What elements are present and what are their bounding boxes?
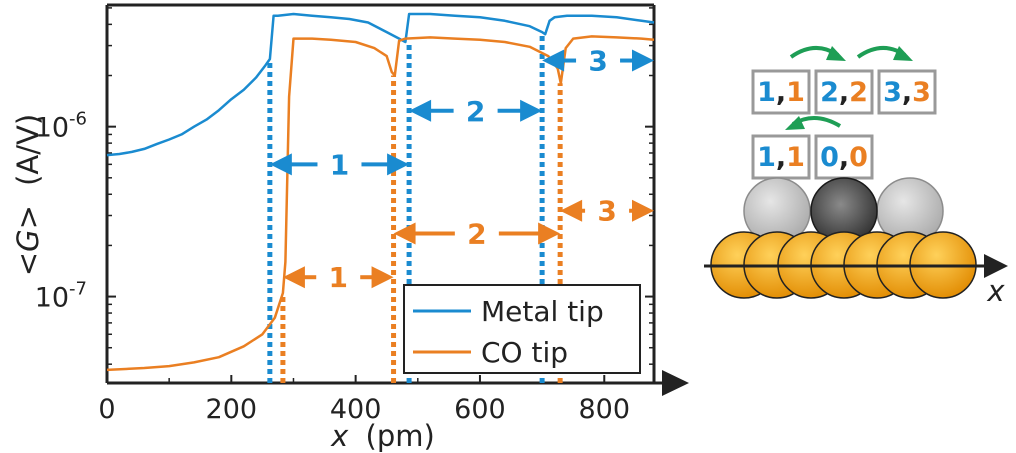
- region-arrowhead-left: [542, 49, 565, 72]
- x-tick-label: 600: [454, 394, 506, 425]
- svg-text:x (pm): x (pm): [330, 419, 435, 453]
- schematic-x-label: x: [986, 274, 1005, 308]
- hop-arrow-2-to-3-head: [893, 46, 913, 61]
- region-label: 3: [597, 195, 616, 228]
- svg-text:1,1: 1,1: [757, 77, 805, 108]
- series-line-co: [106, 35, 655, 372]
- schematic-x-arrowhead: [984, 254, 1008, 278]
- region-arrowhead-left: [409, 99, 432, 122]
- region-arrowhead-right: [632, 49, 654, 72]
- x-tick-label: 800: [578, 394, 630, 425]
- series-line-metal: [106, 12, 655, 157]
- svg-text:3,3: 3,3: [883, 77, 931, 108]
- region-label: 1: [328, 261, 347, 294]
- region-arrowhead-left: [393, 222, 416, 245]
- region-arrowhead-left: [282, 266, 305, 289]
- x-tick-label: 200: [206, 394, 258, 425]
- state-box-1-1-lower: 1,1: [751, 134, 811, 180]
- adsorbate-atoms: [743, 177, 944, 245]
- region-arrow-co-3: 3: [560, 195, 654, 228]
- x-tick-label: 400: [330, 394, 382, 425]
- x-tick-label: 0: [98, 394, 115, 425]
- region-arrow-metal-3: 3: [542, 45, 654, 78]
- y-ticks: 10-6 10-7: [35, 7, 654, 365]
- hop-arrows: [785, 46, 913, 130]
- region-label: 1: [330, 148, 349, 181]
- legend: Metal tip CO tip: [403, 284, 641, 374]
- state-box-2-2: 2,2: [814, 69, 874, 115]
- region-arrowhead-right: [632, 199, 654, 222]
- y-tick-label: 10-7: [35, 279, 87, 314]
- hop-arrow-back-head: [785, 116, 805, 130]
- svg-text:1,1: 1,1: [757, 142, 805, 173]
- hop-arrow-1-to-2-head: [826, 46, 846, 61]
- region-arrow-co-1: 1: [282, 261, 394, 294]
- x-axis-unit: (pm): [366, 419, 435, 453]
- region-arrows: 1 2 3 1 2 3: [269, 45, 654, 294]
- region-arrowhead-right: [538, 222, 561, 245]
- y-axis-title: <G> (A/V): [11, 114, 45, 276]
- state-box-1-1: 1,1: [751, 69, 811, 115]
- legend-label-metal: Metal tip: [481, 295, 604, 328]
- state-box-3-3: 3,3: [877, 69, 937, 115]
- state-box-0-0: 0,0: [814, 134, 874, 180]
- svg-text:0,0: 0,0: [820, 142, 868, 173]
- svg-text:2,2: 2,2: [820, 77, 868, 108]
- region-arrow-metal-2: 2: [409, 95, 543, 128]
- region-arrowhead-left: [269, 153, 292, 176]
- series-lines: [106, 12, 655, 372]
- region-arrowhead-left: [560, 199, 583, 222]
- legend-label-co: CO tip: [481, 336, 568, 369]
- region-label: 2: [467, 218, 486, 251]
- y-tick-label: 10-6: [35, 109, 87, 144]
- x-axis-arrowhead: [662, 370, 689, 396]
- legend-box: [403, 284, 641, 374]
- x-axis-title: x (pm): [330, 419, 435, 453]
- region-arrowhead-right: [387, 153, 410, 176]
- svg-text:<G> (A/V): <G> (A/V): [11, 114, 45, 276]
- region-arrowhead-right: [520, 99, 543, 122]
- y-axis-var: <G>: [11, 205, 45, 276]
- region-label: 3: [588, 45, 607, 78]
- region-arrow-co-2: 2: [393, 218, 561, 251]
- y-axis-unit: (A/V): [11, 114, 45, 186]
- region-arrowhead-right: [371, 266, 394, 289]
- x-ticks: 0 200 400 600 800: [98, 375, 630, 425]
- atom-schematic: 1,1 2,2 3,3 1,1 0,0: [704, 46, 1008, 308]
- region-arrow-metal-1: 1: [269, 148, 410, 181]
- x-axis-var: x: [330, 419, 349, 453]
- region-label: 2: [466, 95, 485, 128]
